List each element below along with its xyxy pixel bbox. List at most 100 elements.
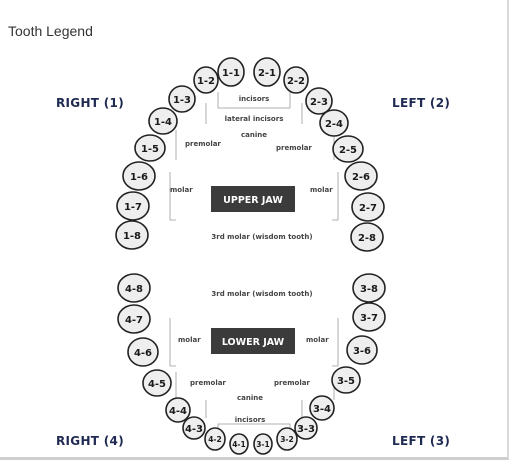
tooth-shape bbox=[309, 395, 335, 421]
tooth-4-4: 4-4 bbox=[165, 397, 191, 423]
label-premolar-lower-left: premolar bbox=[274, 379, 310, 387]
label-canine-lower: canine bbox=[237, 394, 263, 402]
label-molar-upper-right: molar bbox=[170, 186, 193, 194]
tooth-number: 4-3 bbox=[185, 424, 203, 435]
tooth-number: 2-3 bbox=[310, 97, 328, 108]
tooth-1-1: 1-1 bbox=[217, 57, 245, 87]
tooth-1-7: 1-7 bbox=[116, 191, 150, 221]
tooth-number: 1-6 bbox=[130, 172, 148, 183]
tooth-3-1: 3-1 bbox=[253, 433, 273, 455]
tooth-shape bbox=[253, 57, 281, 87]
tooth-number: 1-8 bbox=[123, 231, 141, 242]
tooth-3-7: 3-7 bbox=[352, 302, 386, 332]
lower-jaw-label: LOWER JAW bbox=[222, 337, 285, 348]
label-molar-upper-left: molar bbox=[310, 186, 333, 194]
tooth-shape bbox=[193, 66, 219, 94]
tooth-1-2: 1-2 bbox=[193, 66, 219, 94]
tooth-4-1: 4-1 bbox=[229, 433, 249, 455]
tooth-number: 1-5 bbox=[141, 144, 159, 155]
label-premolar-lower-right: premolar bbox=[190, 379, 226, 387]
tooth-shape bbox=[217, 57, 245, 87]
tooth-shape bbox=[229, 433, 249, 455]
tooth-shape bbox=[115, 220, 149, 250]
tooth-shape bbox=[276, 427, 298, 451]
tooth-shape bbox=[283, 66, 309, 94]
tooth-2-1: 2-1 bbox=[253, 57, 281, 87]
tooth-shape bbox=[253, 433, 273, 455]
label-incisors-upper: incisors bbox=[239, 95, 270, 103]
tooth-3-5: 3-5 bbox=[331, 366, 361, 394]
tooth-number: 1-4 bbox=[154, 117, 172, 128]
tooth-number: 3-8 bbox=[360, 284, 378, 295]
tooth-shape bbox=[182, 416, 206, 440]
tooth-2-8: 2-8 bbox=[350, 222, 384, 252]
tooth-number: 4-6 bbox=[134, 348, 152, 359]
tooth-number: 2-1 bbox=[258, 68, 276, 79]
tooth-number: 1-3 bbox=[173, 95, 191, 106]
tooth-shape bbox=[148, 107, 178, 135]
tooth-2-7: 2-7 bbox=[351, 192, 385, 222]
tooth-shape bbox=[168, 85, 196, 113]
tooth-number: 3-5 bbox=[337, 376, 355, 387]
tooth-shape bbox=[142, 369, 172, 397]
tooth-4-5: 4-5 bbox=[142, 369, 172, 397]
tooth-number: 2-7 bbox=[359, 203, 377, 214]
tooth-3-8: 3-8 bbox=[352, 273, 386, 303]
tooth-number: 3-7 bbox=[360, 313, 378, 324]
tooth-shape bbox=[305, 87, 333, 115]
tooth-shape bbox=[352, 273, 386, 303]
tooth-shape bbox=[294, 416, 318, 440]
tooth-2-5: 2-5 bbox=[332, 135, 364, 163]
tooth-4-8: 4-8 bbox=[117, 273, 151, 303]
tooth-shape bbox=[116, 191, 150, 221]
tooth-shape bbox=[134, 134, 166, 162]
tooth-1-6: 1-6 bbox=[122, 161, 156, 191]
tooth-number: 1-7 bbox=[124, 202, 142, 213]
tooth-shape bbox=[332, 135, 364, 163]
label-canine-upper: canine bbox=[241, 131, 267, 139]
tooth-shape bbox=[351, 192, 385, 222]
tooth-shape bbox=[127, 337, 159, 367]
label-third-molar-upper: 3rd molar (wisdom tooth) bbox=[211, 233, 312, 241]
quadrant-label-lower-left: LEFT (3) bbox=[392, 434, 451, 448]
tooth-2-6: 2-6 bbox=[344, 161, 378, 191]
tooth-shape bbox=[204, 427, 226, 451]
tooth-number: 3-3 bbox=[297, 424, 315, 435]
tooth-4-2: 4-2 bbox=[204, 427, 226, 451]
tooth-number: 2-6 bbox=[352, 172, 370, 183]
tooth-shape bbox=[344, 161, 378, 191]
legend-title: Tooth Legend bbox=[8, 23, 93, 39]
tooth-number: 3-1 bbox=[256, 440, 270, 449]
tooth-1-4: 1-4 bbox=[148, 107, 178, 135]
tooth-shape bbox=[346, 335, 378, 365]
label-premolar-upper-left: premolar bbox=[276, 144, 312, 152]
tooth-number: 4-5 bbox=[148, 379, 166, 390]
tooth-3-3: 3-3 bbox=[294, 416, 318, 440]
tooth-number: 1-2 bbox=[197, 76, 215, 87]
tooth-number: 3-6 bbox=[353, 346, 371, 357]
tooth-number: 4-1 bbox=[232, 440, 246, 449]
quadrant-label-upper-right: RIGHT (1) bbox=[56, 96, 124, 110]
tooth-shape bbox=[319, 109, 349, 137]
tooth-shape bbox=[352, 302, 386, 332]
tooth-number: 4-2 bbox=[208, 435, 222, 444]
tooth-number: 3-4 bbox=[313, 404, 331, 415]
tooth-number: 4-4 bbox=[169, 406, 187, 417]
tooth-4-3: 4-3 bbox=[182, 416, 206, 440]
tooth-3-2: 3-2 bbox=[276, 427, 298, 451]
quadrant-label-upper-left: LEFT (2) bbox=[392, 96, 451, 110]
tooth-2-4: 2-4 bbox=[319, 109, 349, 137]
tooth-shape bbox=[165, 397, 191, 423]
upper-jaw-label: UPPER JAW bbox=[223, 195, 283, 206]
tooth-4-7: 4-7 bbox=[117, 304, 151, 334]
upper-jaw-box bbox=[211, 186, 295, 212]
quadrant-label-lower-right: RIGHT (4) bbox=[56, 434, 124, 448]
tooth-number: 2-2 bbox=[287, 76, 305, 87]
tooth-2-3: 2-3 bbox=[305, 87, 333, 115]
tooth-number: 2-8 bbox=[358, 233, 376, 244]
lower-jaw-box bbox=[211, 328, 295, 354]
tooth-number: 3-2 bbox=[280, 435, 294, 444]
tooth-1-5: 1-5 bbox=[134, 134, 166, 162]
tooth-shape bbox=[122, 161, 156, 191]
